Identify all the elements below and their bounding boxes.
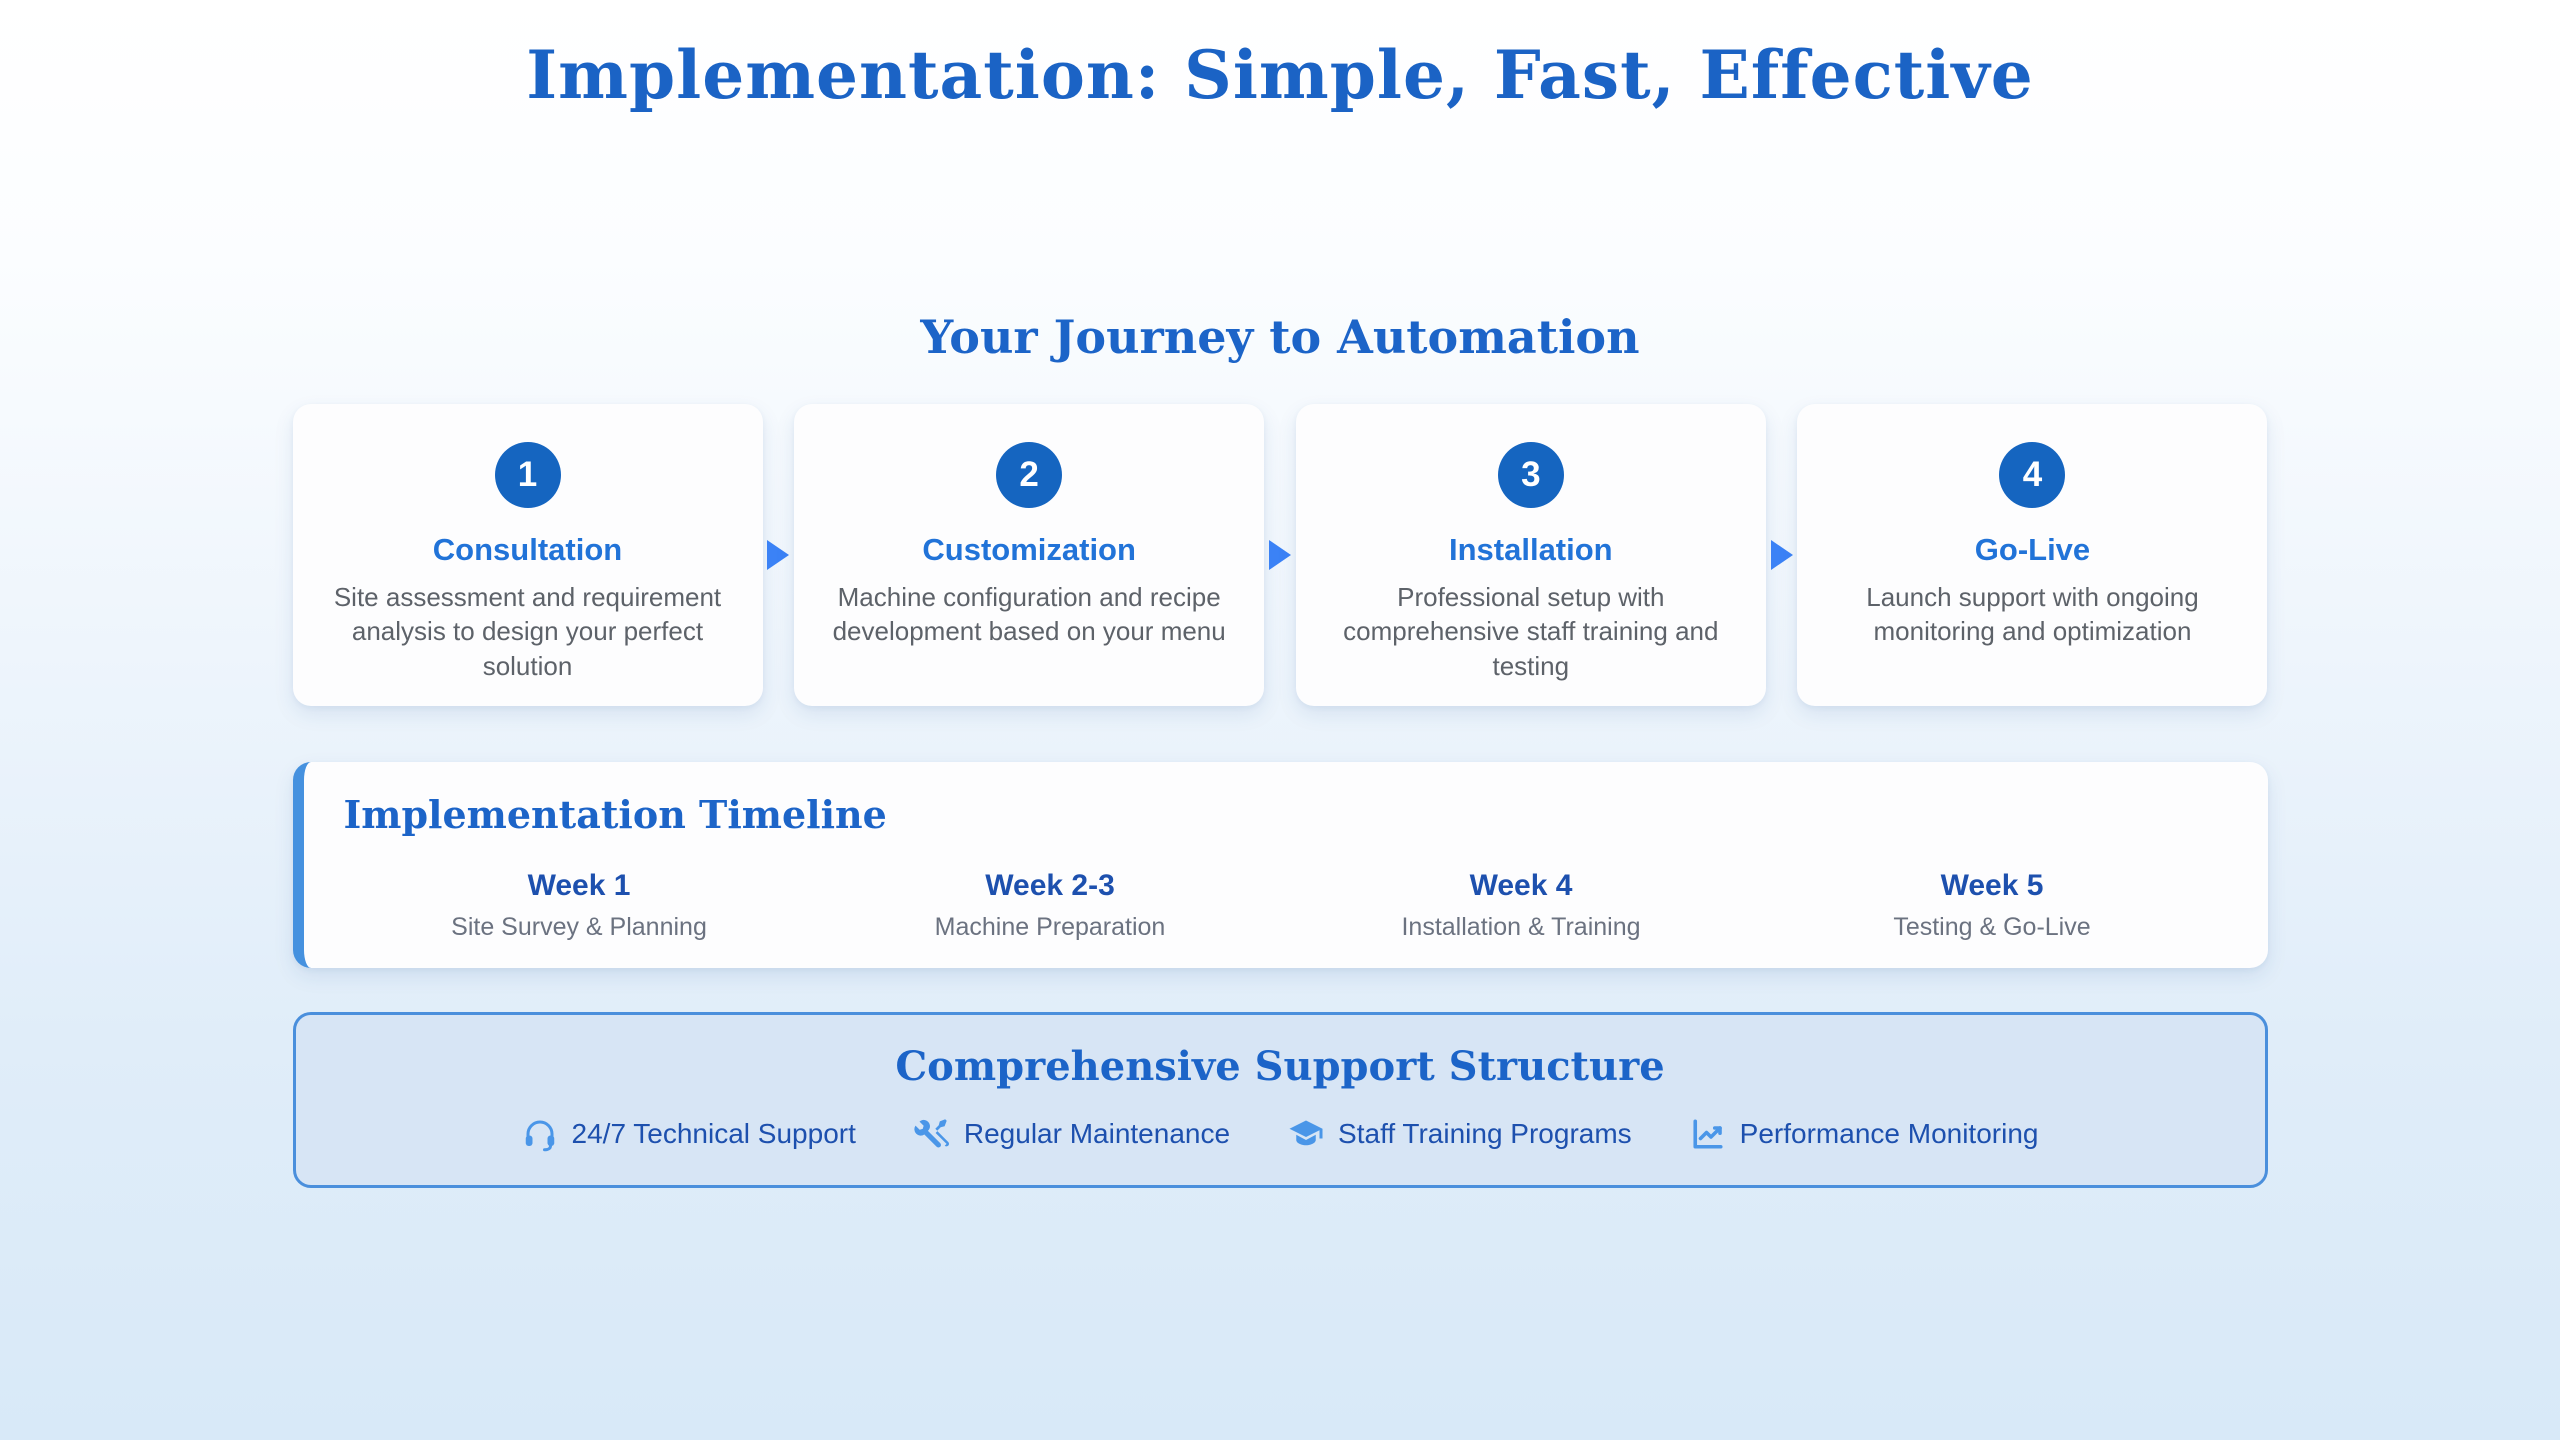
step-number-badge: 2 bbox=[996, 442, 1063, 508]
phase-activity-label: Site Survey & Planning bbox=[451, 913, 707, 941]
step-card-customization: 2 Customization Machine configuration an… bbox=[794, 404, 1265, 706]
timeline-phases: Week 1 Site Survey & Planning Week 2-3 M… bbox=[344, 869, 2228, 942]
arrow-cell bbox=[767, 404, 790, 706]
arrow-cell bbox=[1268, 404, 1291, 706]
journey-heading: Your Journey to Automation bbox=[920, 310, 1640, 364]
support-item-staff-training: Staff Training Programs bbox=[1288, 1116, 1632, 1152]
chart-line-icon bbox=[1690, 1116, 1726, 1152]
support-item-regular-maintenance: Regular Maintenance bbox=[914, 1116, 1230, 1152]
support-item-performance-monitoring: Performance Monitoring bbox=[1690, 1116, 2039, 1152]
arrow-cell bbox=[1770, 404, 1793, 706]
support-items: 24/7 Technical Support Regular Maintenan… bbox=[296, 1116, 2265, 1152]
support-heading: Comprehensive Support Structure bbox=[895, 1043, 1665, 1090]
timeline-phase-week-5: Week 5 Testing & Go-Live bbox=[1757, 869, 2228, 942]
arrow-right-icon bbox=[1268, 540, 1291, 570]
support-box: Comprehensive Support Structure 24/7 Tec… bbox=[292, 1012, 2268, 1188]
headset-icon bbox=[522, 1116, 558, 1152]
phase-activity-label: Installation & Training bbox=[1401, 913, 1641, 941]
step-card-go-live: 4 Go-Live Launch support with ongoing mo… bbox=[1797, 404, 2268, 706]
step-card-consultation: 1 Consultation Site assessment and requi… bbox=[292, 404, 763, 706]
phase-week-label: Week 5 bbox=[1940, 869, 2044, 902]
step-title: Installation bbox=[1448, 532, 1613, 567]
arrow-right-icon bbox=[767, 540, 790, 570]
support-item-label: Performance Monitoring bbox=[1739, 1118, 2039, 1149]
step-description: Launch support with ongoing monitoring a… bbox=[1866, 582, 2199, 647]
support-item-technical-support: 24/7 Technical Support bbox=[522, 1116, 856, 1152]
timeline-phase-week-4: Week 4 Installation & Training bbox=[1286, 869, 1757, 942]
step-description: Professional setup with comprehensive st… bbox=[1343, 582, 1719, 681]
support-item-label: 24/7 Technical Support bbox=[571, 1118, 856, 1149]
support-item-label: Regular Maintenance bbox=[963, 1118, 1231, 1149]
step-number-badge: 3 bbox=[1497, 442, 1564, 508]
timeline-phase-week-1: Week 1 Site Survey & Planning bbox=[344, 869, 815, 942]
timeline-card: Implementation Timeline Week 1 Site Surv… bbox=[292, 762, 2268, 968]
phase-activity-label: Testing & Go-Live bbox=[1893, 913, 2091, 941]
arrow-right-icon bbox=[1770, 540, 1793, 570]
timeline-phase-week-2-3: Week 2-3 Machine Preparation bbox=[815, 869, 1286, 942]
graduation-cap-icon bbox=[1288, 1116, 1324, 1152]
step-title: Consultation bbox=[432, 532, 623, 567]
step-description: Machine configuration and recipe develop… bbox=[832, 582, 1226, 647]
timeline-heading: Implementation Timeline bbox=[343, 792, 887, 837]
step-title: Go-Live bbox=[1974, 532, 2091, 567]
step-number-badge: 1 bbox=[494, 442, 561, 508]
step-description: Site assessment and requirement analysis… bbox=[333, 582, 722, 681]
steps-row: 1 Consultation Site assessment and requi… bbox=[292, 404, 2268, 706]
phase-week-label: Week 1 bbox=[527, 869, 631, 902]
phase-activity-label: Machine Preparation bbox=[934, 913, 1166, 941]
step-card-installation: 3 Installation Professional setup with c… bbox=[1295, 404, 1766, 706]
page-title: Implementation: Simple, Fast, Effective bbox=[526, 36, 2034, 114]
phase-week-label: Week 4 bbox=[1469, 869, 1573, 902]
step-number-badge: 4 bbox=[1999, 442, 2066, 508]
support-item-label: Staff Training Programs bbox=[1338, 1118, 1632, 1149]
phase-week-label: Week 2-3 bbox=[985, 869, 1115, 902]
tools-icon bbox=[914, 1116, 950, 1152]
step-title: Customization bbox=[922, 532, 1136, 567]
